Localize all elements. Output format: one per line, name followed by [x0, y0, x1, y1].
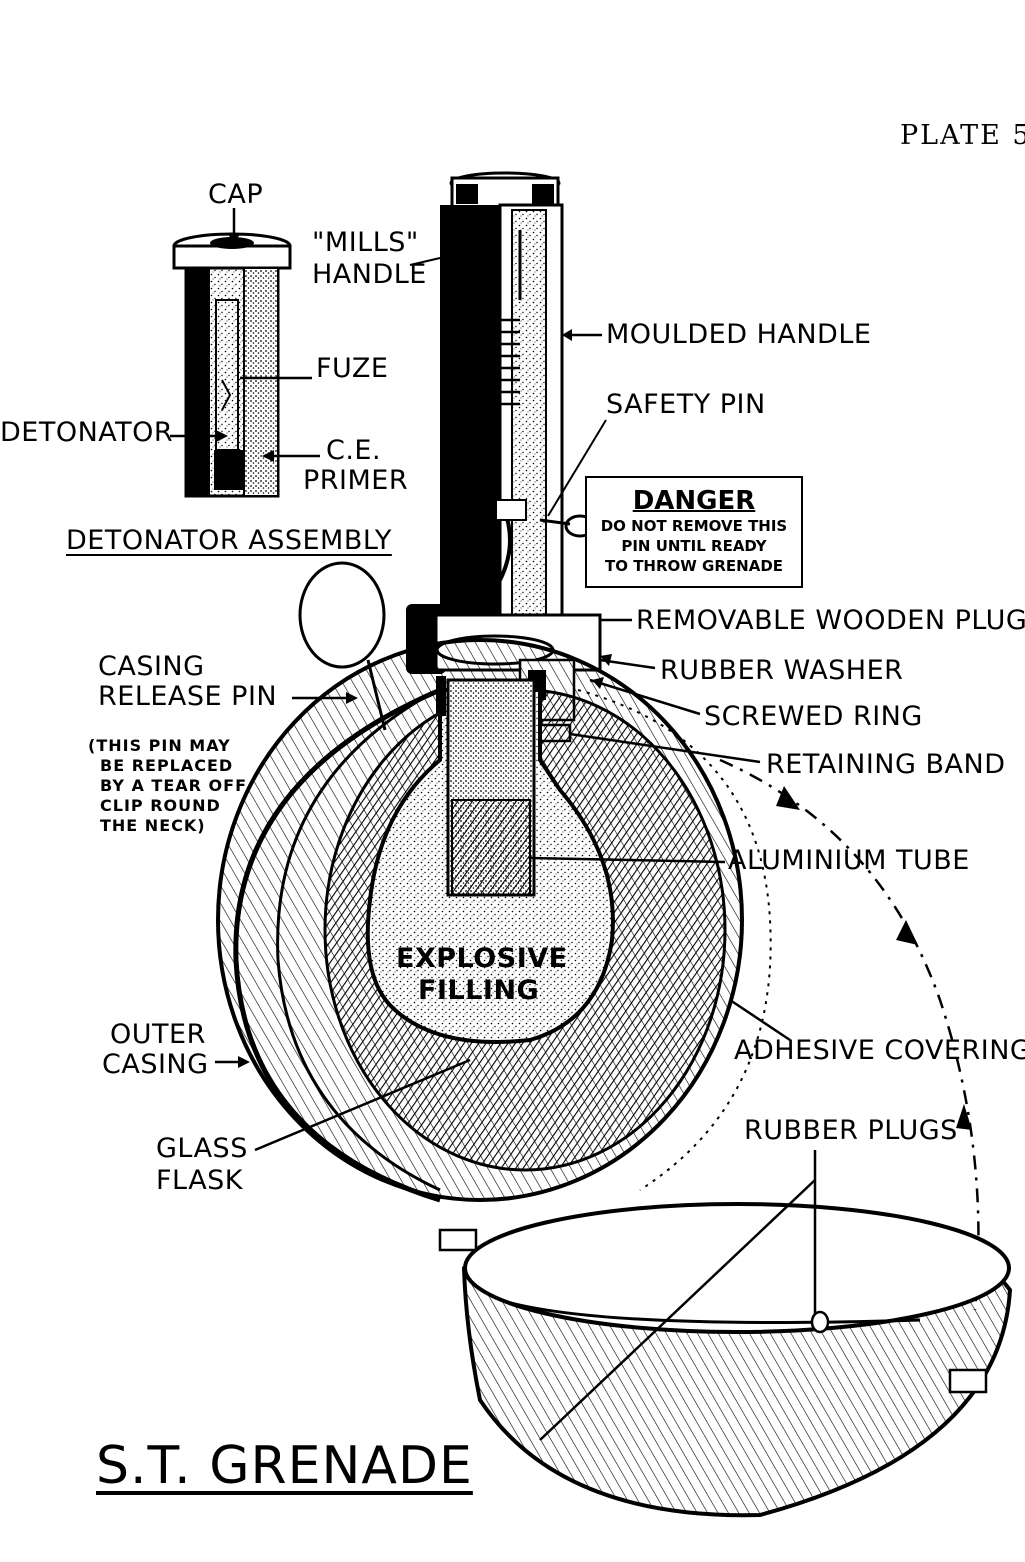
- detonator-assembly-drawing: [170, 208, 441, 498]
- label-moulded-handle: MOULDED HANDLE: [606, 319, 872, 350]
- open-hemisphere-drawing: [438, 1150, 1013, 1518]
- label-removable-wooden-plug: REMOVABLE WOODEN PLUG: [636, 605, 1025, 636]
- danger-tag-line2: PIN UNTIL READY: [621, 537, 767, 555]
- label-ce-primer-line2: PRIMER: [303, 465, 409, 496]
- label-casing-release-line2: RELEASE PIN: [98, 681, 278, 712]
- danger-tag-title: DANGER: [632, 486, 756, 516]
- detonator-assembly-heading: DETONATOR ASSEMBLY: [66, 525, 392, 556]
- label-outer-casing-line1: OUTER: [110, 1019, 206, 1050]
- label-casing-release-line1: CASING: [98, 651, 205, 682]
- label-safety-pin: SAFETY PIN: [606, 389, 766, 420]
- label-cap: CAP: [208, 179, 264, 210]
- label-fuze: FUZE: [316, 353, 389, 384]
- label-glass-flask-line1: GLASS: [156, 1133, 248, 1164]
- note-line5: THE NECK): [100, 816, 206, 835]
- label-glass-flask-line2: FLASK: [156, 1165, 244, 1196]
- label-outer-casing-line2: CASING: [102, 1049, 209, 1080]
- diagram-title: S.T. GRENADE: [96, 1436, 473, 1496]
- note-line4: CLIP ROUND: [100, 796, 221, 815]
- danger-tag-line1: DO NOT REMOVE THIS: [600, 517, 788, 535]
- label-rubber-washer: RUBBER WASHER: [660, 655, 904, 686]
- danger-tag-line3: TO THROW GRENADE: [604, 557, 784, 575]
- label-explosive-filling-line1: EXPLOSIVE: [396, 943, 568, 974]
- label-aluminium-tube: ALUMINIUM TUBE: [728, 845, 970, 876]
- label-screwed-ring: SCREWED RING: [704, 701, 923, 732]
- label-detonator: DETONATOR: [0, 417, 174, 448]
- note-line2: BE REPLACED: [100, 756, 234, 775]
- label-explosive-filling-line2: FILLING: [418, 975, 540, 1006]
- handle-drawing: [440, 171, 607, 640]
- label-adhesive-covering: ADHESIVE COVERING: [734, 1035, 1025, 1066]
- sphere-drawing: [215, 561, 980, 1311]
- danger-tag: DANGER DO NOT REMOVE THIS PIN UNTIL READ…: [585, 476, 803, 588]
- label-ce-primer-line1: C.E.: [326, 435, 382, 466]
- label-mills-handle-line1: "MILLS": [312, 227, 419, 258]
- label-retaining-band: RETAINING BAND: [766, 749, 1006, 780]
- note-line1: (THIS PIN MAY: [88, 736, 231, 755]
- plate-number: PLATE 5: [900, 120, 1025, 151]
- label-rubber-plugs: RUBBER PLUGS: [744, 1115, 958, 1146]
- label-mills-handle-line2: HANDLE: [312, 259, 427, 290]
- note-line3: BY A TEAR OFF: [100, 776, 248, 795]
